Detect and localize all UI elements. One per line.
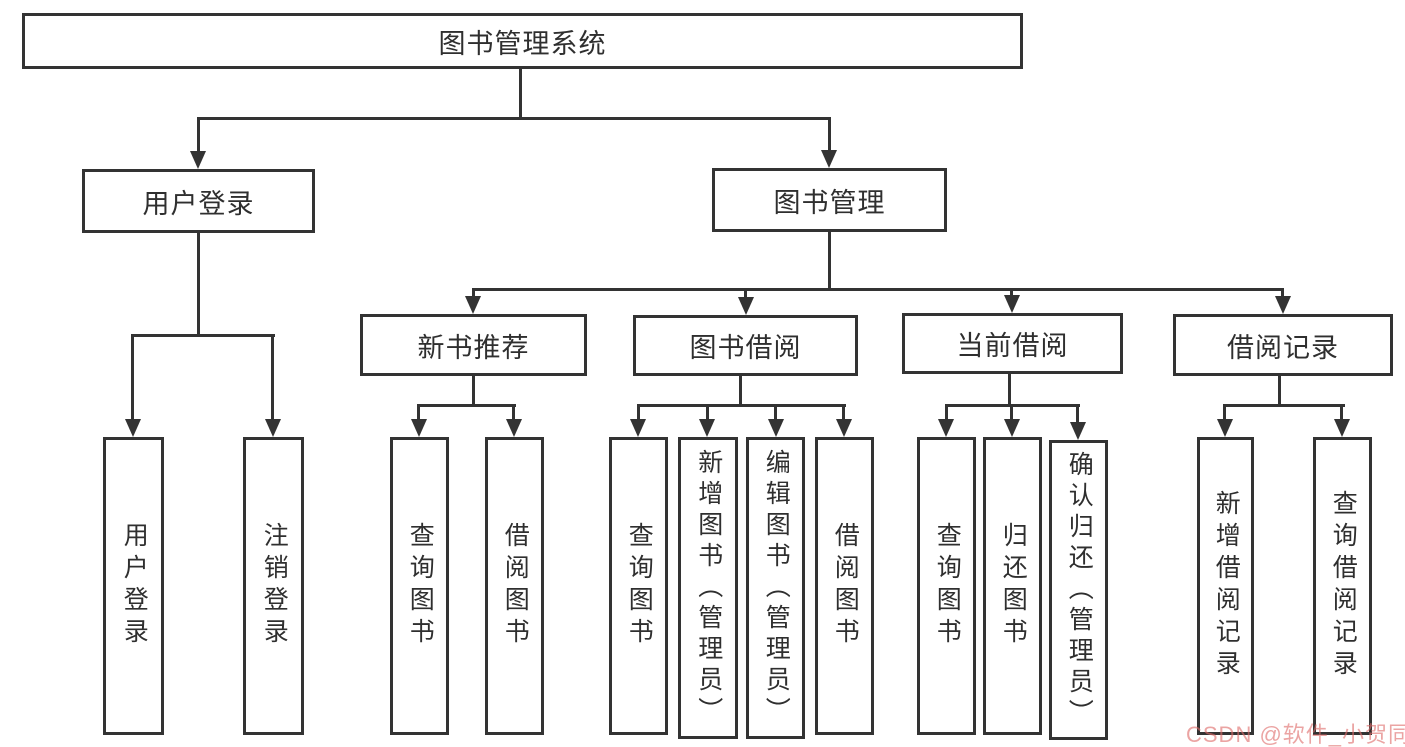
node-book-borrowing-label: 图书借阅 — [689, 333, 802, 363]
leaf-confirm-return-admin: 确认归还（管理员） — [1049, 440, 1108, 740]
connector-vline — [519, 68, 522, 118]
arrow-down-icon — [630, 419, 646, 437]
leaf-borrow-books: 借阅图书 — [815, 437, 874, 735]
node-root-label: 图书管理系统 — [438, 28, 607, 59]
arrow-down-icon — [699, 419, 715, 437]
arrow-down-icon — [265, 419, 281, 437]
connector-vline — [472, 288, 475, 299]
node-borrowing-records: 借阅记录 — [1173, 314, 1393, 376]
connector-vline — [472, 374, 475, 407]
node-current-borrowing: 当前借阅 — [902, 313, 1123, 374]
leaf-query-books: 查询图书 — [917, 437, 976, 735]
connector-vline — [1010, 288, 1013, 299]
node-new-book-recommendation: 新书推荐 — [360, 314, 587, 376]
leaf-query-books-label: 查询图书 — [625, 522, 654, 650]
leaf-logout: 注销登录 — [243, 437, 304, 735]
node-book-management: 图书管理 — [712, 168, 947, 232]
leaf-add-borrow-record: 新增借阅记录 — [1197, 437, 1254, 735]
connector-hline — [1223, 404, 1345, 407]
arrow-down-icon — [1334, 419, 1350, 437]
connector-hline — [131, 334, 275, 337]
connector-vline — [1281, 288, 1284, 299]
leaf-borrow-books-label: 借阅图书 — [501, 522, 530, 650]
leaf-return-books: 归还图书 — [983, 437, 1042, 735]
leaf-logout-label: 注销登录 — [260, 522, 289, 650]
arrow-down-icon — [506, 419, 522, 437]
connector-vline — [1278, 374, 1281, 407]
connector-vline — [828, 117, 831, 153]
leaf-edit-books-admin-label: 编辑图书（管理员） — [762, 448, 791, 728]
leaf-edit-books-admin: 编辑图书（管理员） — [746, 437, 805, 739]
arrow-down-icon — [465, 296, 481, 314]
arrow-down-icon — [768, 419, 784, 437]
arrow-down-icon — [125, 419, 141, 437]
leaf-add-books-admin-label: 新增图书（管理员） — [694, 448, 723, 728]
node-book-borrowing: 图书借阅 — [633, 315, 858, 376]
connector-vline — [271, 334, 274, 421]
connector-hline — [637, 404, 846, 407]
connector-hline — [197, 117, 831, 120]
arrow-down-icon — [1275, 296, 1291, 314]
csdn-watermark: CSDN @软件_小贺同学 — [1186, 722, 1405, 747]
arrow-down-icon — [821, 150, 837, 168]
connector-vline — [1076, 404, 1079, 423]
arrow-down-icon — [1070, 422, 1086, 440]
arrow-down-icon — [1004, 295, 1020, 313]
leaf-add-books-admin: 新增图书（管理员） — [678, 437, 738, 739]
node-root: 图书管理系统 — [22, 13, 1023, 69]
node-user-login: 用户登录 — [82, 169, 315, 233]
arrow-down-icon — [938, 419, 954, 437]
arrow-down-icon — [1217, 419, 1233, 437]
connector-vline — [512, 404, 515, 420]
connector-vline — [1340, 404, 1343, 420]
leaf-query-books: 查询图书 — [390, 437, 449, 735]
leaf-user-login: 用户登录 — [103, 437, 164, 735]
leaf-borrow-books-label: 借阅图书 — [831, 522, 860, 650]
connector-hline — [417, 404, 516, 407]
connector-vline — [706, 404, 709, 420]
leaf-borrow-books: 借阅图书 — [485, 437, 544, 735]
connector-vline — [744, 288, 747, 299]
leaf-user-login-label: 用户登录 — [120, 522, 149, 650]
node-current-borrowing-label: 当前借阅 — [956, 331, 1069, 361]
node-borrowing-records-label: 借阅记录 — [1227, 332, 1339, 363]
connector-vline — [197, 233, 200, 337]
leaf-query-books: 查询图书 — [609, 437, 668, 735]
arrow-down-icon — [836, 419, 852, 437]
node-user-login-label: 用户登录 — [142, 188, 255, 219]
node-new-book-recommendation-label: 新书推荐 — [417, 332, 530, 363]
connector-hline — [472, 288, 1284, 291]
arrow-down-icon — [190, 151, 206, 169]
connector-vline — [417, 404, 420, 420]
leaf-query-borrow-record-label: 查询借阅记录 — [1329, 490, 1358, 682]
leaf-query-books-label: 查询图书 — [933, 522, 962, 650]
connector-vline — [1008, 372, 1011, 407]
arrow-down-icon — [1004, 419, 1020, 437]
leaf-return-books-label: 归还图书 — [999, 522, 1028, 650]
connector-vline — [637, 404, 640, 420]
arrow-down-icon — [411, 419, 427, 437]
node-book-management-label: 图书管理 — [773, 187, 886, 218]
connector-vline — [828, 232, 831, 291]
connector-vline — [945, 404, 948, 420]
connector-vline — [739, 374, 742, 407]
connector-vline — [1010, 404, 1013, 420]
leaf-query-borrow-record: 查询借阅记录 — [1313, 437, 1372, 735]
leaf-add-borrow-record-label: 新增借阅记录 — [1212, 490, 1241, 682]
connector-vline — [131, 334, 134, 421]
connector-vline — [1223, 404, 1226, 420]
connector-vline — [842, 404, 845, 420]
leaf-confirm-return-admin-label: 确认归还（管理员） — [1065, 450, 1094, 730]
leaf-query-books-label: 查询图书 — [406, 522, 435, 650]
connector-vline — [197, 117, 200, 153]
connector-vline — [774, 404, 777, 420]
arrow-down-icon — [738, 297, 754, 315]
